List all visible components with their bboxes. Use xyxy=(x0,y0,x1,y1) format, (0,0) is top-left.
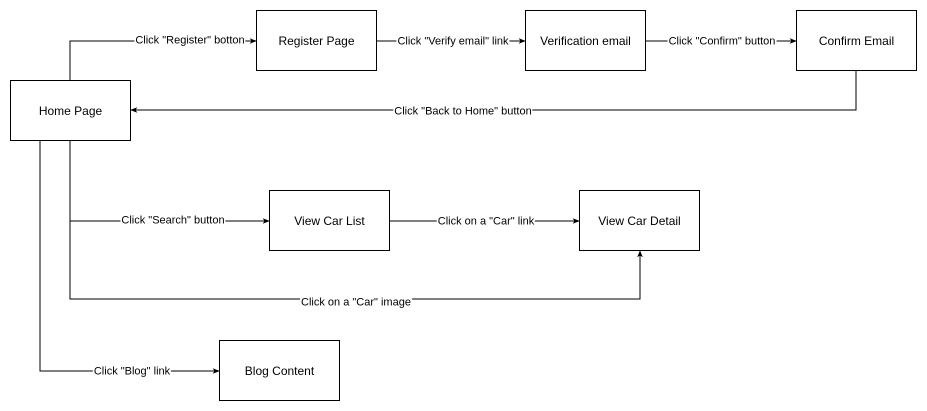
edge-label-car-list-to-car-detail: Click on a "Car" link xyxy=(436,215,536,229)
edge-label-home-to-car-detail: Click on a "Car" image xyxy=(300,296,412,310)
node-blog-content: Blog Content xyxy=(219,340,340,401)
edge-label-confirm-to-home: Click "Back to Home" button xyxy=(393,105,533,119)
connector-home-to-car-list xyxy=(69,141,270,224)
node-view-car-list: View Car List xyxy=(269,190,390,251)
edge-label-home-to-blog: Click "Blog" link xyxy=(92,365,172,379)
edge-label-register-to-verification: Click "Verify email" link xyxy=(396,35,510,49)
node-confirm-email: Confirm Email xyxy=(796,10,917,71)
edge-label-verification-to-confirm: Click "Confirm" button xyxy=(667,35,777,49)
edge-label-home-to-car-list: Click "Search" button xyxy=(120,214,226,228)
node-home-page: Home Page xyxy=(10,80,131,141)
edge-label-home-to-register: Click "Register" botton xyxy=(134,34,246,48)
node-view-car-detail: View Car Detail xyxy=(579,190,700,251)
connector-home-to-blog xyxy=(39,141,220,374)
node-register-page: Register Page xyxy=(256,10,377,71)
node-verification-email: Verification email xyxy=(525,10,646,71)
connector-confirm-to-home xyxy=(130,71,857,113)
